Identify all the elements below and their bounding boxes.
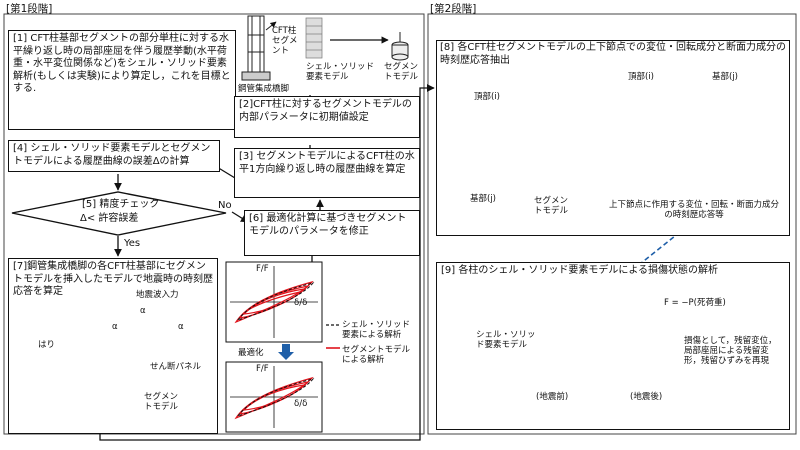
- signal-caption: 上下節点に作用する変位・回転・断面力成分の時刻歴応答等: [608, 200, 779, 220]
- step9-box: [9] 各柱のシェル・ソリッド要素モデルによる損傷状態の解析: [436, 262, 790, 430]
- legend-shell-label: シェル・ソリッド要素による解析: [342, 320, 411, 340]
- decision-title: [5] 精度チェック: [82, 199, 160, 210]
- segment-model2-label: セグメントモデル: [144, 392, 179, 412]
- yes-label: Yes: [124, 238, 141, 249]
- alpha-y-label: α: [178, 322, 184, 332]
- after-eq-label: (地震後): [630, 392, 663, 402]
- alpha-z-label: α: [140, 306, 146, 316]
- step1-box: [1] CFT柱基部セグメントの部分単柱に対する水平繰り返し時の局部座屈を伴う履…: [8, 30, 236, 130]
- legend-segment-label: セグメントモデルによる解析: [342, 345, 411, 365]
- signals-base-label: 基部(j): [712, 72, 738, 82]
- stage1-frame: [3, 13, 425, 435]
- stage2-shell-label: シェル・ソリッド要素モデル: [476, 330, 536, 350]
- step3-box: [3] セグメントモデルによるCFT柱の水平1方向繰り返し時の履歴曲線を算定: [234, 148, 420, 198]
- no-label: No: [218, 200, 232, 211]
- hysteresis-plot-bottom: [225, 361, 323, 433]
- step4-box: [4] シェル・ソリッド要素モデルとセグメントモデルによる履歴曲線の誤差Δの計算: [8, 140, 220, 172]
- optimize-label: 最適化: [238, 348, 264, 358]
- stage2-frame: [427, 13, 797, 435]
- stage2-title: [第2段階]: [430, 3, 477, 15]
- step8-box: [8] 各CFT柱セグメントモデルの上下節点での変位・回転成分と断面力成分の時刻…: [436, 40, 790, 236]
- step6-box: [6] 最適化計算に基づきセグメントモデルのパラメータを修正: [244, 210, 420, 256]
- plot-top-xlabel: δ/δ: [294, 298, 308, 308]
- shear-panel-label: せん断パネル: [150, 362, 202, 372]
- signals-top-label: 頂部(i): [628, 72, 654, 82]
- plot-top-ylabel: F/F: [256, 264, 269, 274]
- before-eq-label: (地震前): [536, 392, 569, 402]
- damage-note: 損傷として，残留変位，局部座屈による残留変形，残留ひずみを再現: [684, 336, 777, 366]
- optimize-arrow: [278, 344, 294, 360]
- shell-model-label: シェル・ソリッド要素モデル: [306, 62, 375, 82]
- top-node-label: 頂部(i): [474, 92, 500, 102]
- plot-bottom-ylabel: F/F: [256, 364, 269, 374]
- beam-label: はり: [38, 340, 56, 350]
- alpha-x-label: α: [112, 322, 118, 332]
- cft-segment-label: CFT柱セグメント: [272, 26, 298, 56]
- shell-model-sketch: [305, 17, 323, 59]
- stage1-title: [第1段階]: [6, 3, 53, 15]
- step2-box: [2]CFT柱に対するセグメントモデルの内部パラメータに初期値設定: [234, 96, 420, 138]
- pier-label: 鋼管集成橋脚: [238, 84, 290, 94]
- plot-bottom-xlabel: δ/δ: [294, 399, 308, 409]
- segment-model-sketch: [391, 32, 409, 61]
- decision-condition: Δ< 許容誤差: [80, 213, 139, 224]
- base-node-label: 基部(j): [470, 194, 496, 204]
- pier-sketch: [241, 15, 277, 81]
- ground-motion-label: 地震波入力: [136, 290, 179, 300]
- segment-model-label: セグメントモデル: [384, 62, 419, 82]
- decision-diamond: [11, 191, 227, 236]
- step7-box: [7]鋼管集成橋脚の各CFT柱基部にセグメントモデルを挿入したモデルで地震時の時…: [8, 258, 218, 434]
- dead-load-label: F = −P(死荷重): [664, 298, 726, 308]
- hysteresis-plot-top: [225, 261, 323, 343]
- stage2-segment-label: セグメントモデル: [534, 196, 569, 216]
